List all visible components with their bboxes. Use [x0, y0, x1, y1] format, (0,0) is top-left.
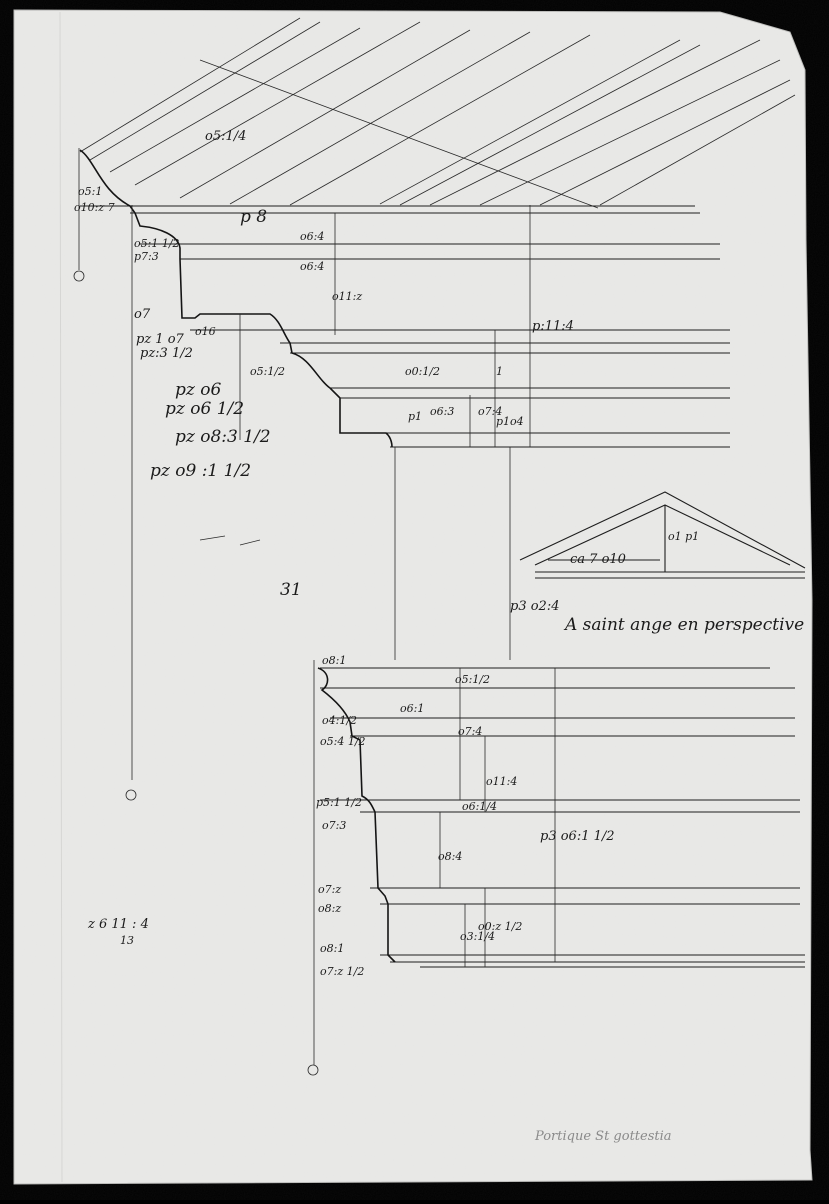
dim-label: o7:4	[458, 725, 482, 738]
archive-note: Portique St gottestia	[534, 1129, 672, 1144]
upper-reference-lines	[78, 148, 531, 780]
dim-label: o6:4	[300, 260, 324, 273]
dim-label: 1	[496, 365, 503, 378]
fold-line	[59, 11, 63, 1183]
caption-text: A saint ange en perspective	[563, 615, 804, 635]
folio-number: 31	[280, 580, 302, 600]
dim-label: o0:z 1/2	[478, 920, 522, 933]
dim-label: o8:1	[322, 654, 346, 667]
pediment-label: p3 o2:4	[510, 599, 559, 614]
dim-label: o3:1/4	[460, 930, 495, 943]
dim-label: p1o4	[496, 415, 524, 428]
dim-label: o4:1/2	[322, 714, 357, 727]
dim-label: o6:1	[400, 702, 424, 715]
stray-marks	[199, 535, 261, 546]
dim-label: o10:z 7	[74, 201, 115, 214]
dim-label: o8:1	[320, 942, 344, 955]
dim-label: o5:4 1/2	[320, 735, 366, 748]
dim-label: o6:4	[300, 230, 324, 243]
cornice-profile-lines	[80, 205, 730, 448]
upper-dimension-labels: o5:1 o10:z 7 p 8 o5:1 1/2 o6:4 p7:3 o7 p…	[74, 129, 574, 481]
dim-label: o0:1/2	[405, 365, 440, 378]
dim-label: pz o9 :1 1/2	[150, 461, 251, 481]
lower-reference-lines	[313, 660, 556, 1065]
plumb-bob-lower	[307, 1064, 319, 1076]
dim-label: o5:1/2	[455, 673, 490, 686]
lower-dimension-labels: o8:1 o5:1/2 o4:1/2 o6:1 o5:4 1/2 o7:4 p5…	[316, 654, 615, 978]
plumb-bob-upper	[73, 270, 85, 282]
dim-label: o5:1	[78, 185, 102, 198]
dim-label: o5:1 1/2	[134, 237, 180, 250]
dim-label: pz o6 1/2	[165, 399, 244, 419]
dim-label: p3 o6:1 1/2	[540, 829, 615, 844]
dim-label: p 8	[240, 207, 267, 227]
plumb-bob-middle	[125, 789, 137, 801]
dim-label: o16	[195, 325, 216, 338]
dim-label: o7:z 1/2	[320, 965, 364, 978]
dim-label: p:11:4	[532, 319, 574, 334]
pediment-label: ca 7 o10	[570, 552, 626, 567]
upper-moulding-profile	[79, 149, 393, 448]
dim-label: o8:z	[318, 902, 341, 915]
pediment-label: o1 p1	[668, 530, 699, 543]
roof-slope-lines	[79, 17, 796, 209]
dim-label: o6:3	[430, 405, 454, 418]
pediment-sketch	[519, 491, 806, 579]
dim-label: pz:3 1/2	[140, 346, 193, 361]
dim-label: o7:4	[478, 405, 502, 418]
dim-label: o6:1/4	[462, 800, 497, 813]
dim-label: p5:1 1/2	[316, 796, 362, 809]
dim-label: o7	[134, 307, 151, 322]
dim-label: p7:3	[134, 250, 159, 263]
lower-moulding-profile	[317, 667, 396, 963]
dim-label: o7:3	[322, 819, 346, 832]
dim-label: o7:z	[318, 883, 341, 896]
dim-label: o5:1/4	[205, 129, 246, 144]
lower-profile-lines	[320, 667, 805, 968]
dim-label: pz o6	[175, 380, 221, 400]
margin-note: z 6 11 : 4	[87, 917, 149, 932]
dim-label: pz 1 o7	[136, 332, 185, 347]
dim-label: o11:z	[332, 290, 362, 303]
margin-note: 13	[120, 934, 134, 947]
dim-label: o5:1/2	[250, 365, 285, 378]
dim-label: pz o8:3 1/2	[175, 427, 271, 447]
dim-label: o11:4	[486, 775, 517, 788]
dim-label: o8:4	[438, 850, 462, 863]
dim-label: p1	[408, 410, 422, 423]
